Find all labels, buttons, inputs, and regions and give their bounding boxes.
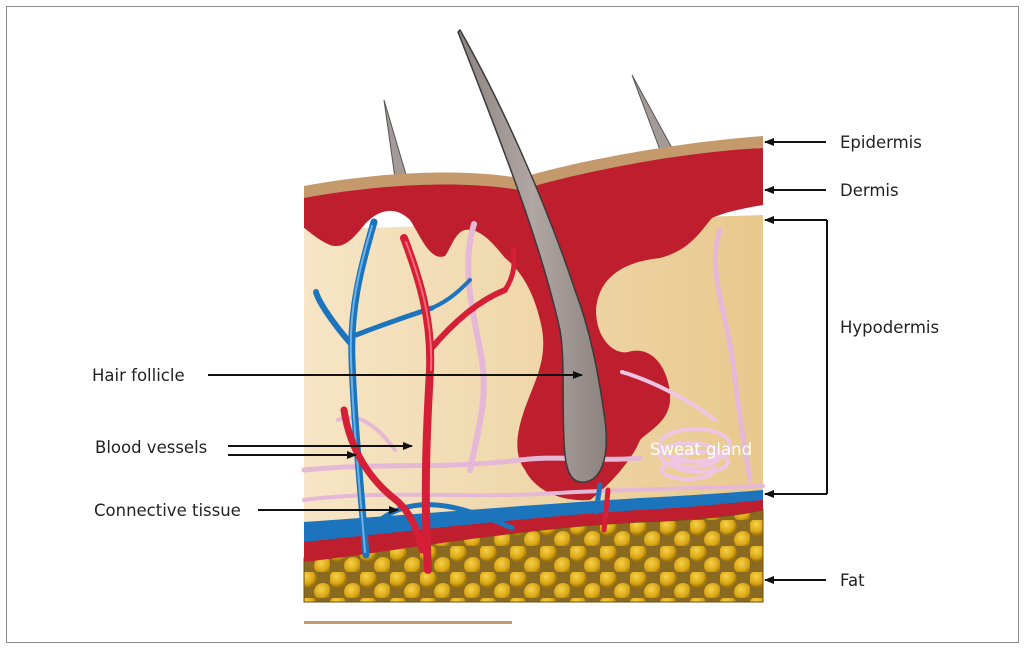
label-hypodermis: Hypodermis — [840, 318, 939, 337]
label-hair-follicle: Hair follicle — [92, 366, 185, 385]
base-strip — [304, 621, 512, 624]
hair-shaft-left — [384, 100, 407, 178]
label-fat: Fat — [840, 571, 865, 590]
label-connective-tissue: Connective tissue — [94, 501, 241, 520]
label-epidermis: Epidermis — [840, 133, 922, 152]
label-dermis: Dermis — [840, 181, 899, 200]
label-sweat-gland: Sweat gland — [650, 440, 752, 459]
label-blood-vessels: Blood vessels — [95, 438, 207, 457]
hair-shaft-right — [632, 75, 672, 150]
